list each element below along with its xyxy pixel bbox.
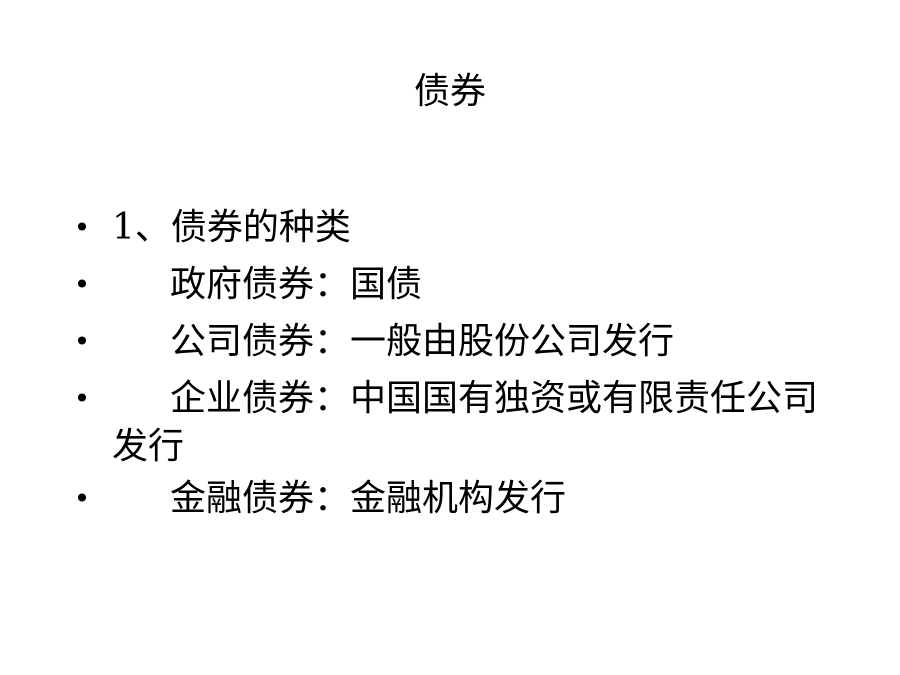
- bullet-item: • 企业债券：中国国有独资或有限责任公司发行: [72, 375, 832, 471]
- slide-title: 债券: [413, 71, 486, 112]
- bullet-item: • 1、债券的种类: [72, 204, 832, 252]
- bullet-icon: •: [73, 211, 91, 244]
- bullet-text: 金融债券：金融机构发行: [170, 478, 567, 519]
- bullet-text: 公司债券：一般由股份公司发行: [170, 321, 675, 362]
- bullet-item: • 政府债券：国债: [72, 261, 832, 309]
- bullet-text: 政府债券：国债: [170, 264, 423, 305]
- bullet-item: • 公司债券：一般由股份公司发行: [72, 318, 832, 366]
- bullet-list: • 1、债券的种类 • 政府债券：国债 • 公司债券：一般由股份公司发行 • 企…: [72, 204, 832, 532]
- bullet-icon: •: [73, 325, 91, 358]
- bullet-item: • 金融债券：金融机构发行: [72, 475, 832, 523]
- bullet-text: 企业债券：中国国有独资或有限责任公司发行: [112, 378, 819, 467]
- bullet-icon: •: [73, 482, 91, 515]
- bullet-text: 1、债券的种类: [112, 207, 351, 248]
- bullet-icon: •: [73, 382, 91, 415]
- bullet-icon: •: [73, 268, 91, 301]
